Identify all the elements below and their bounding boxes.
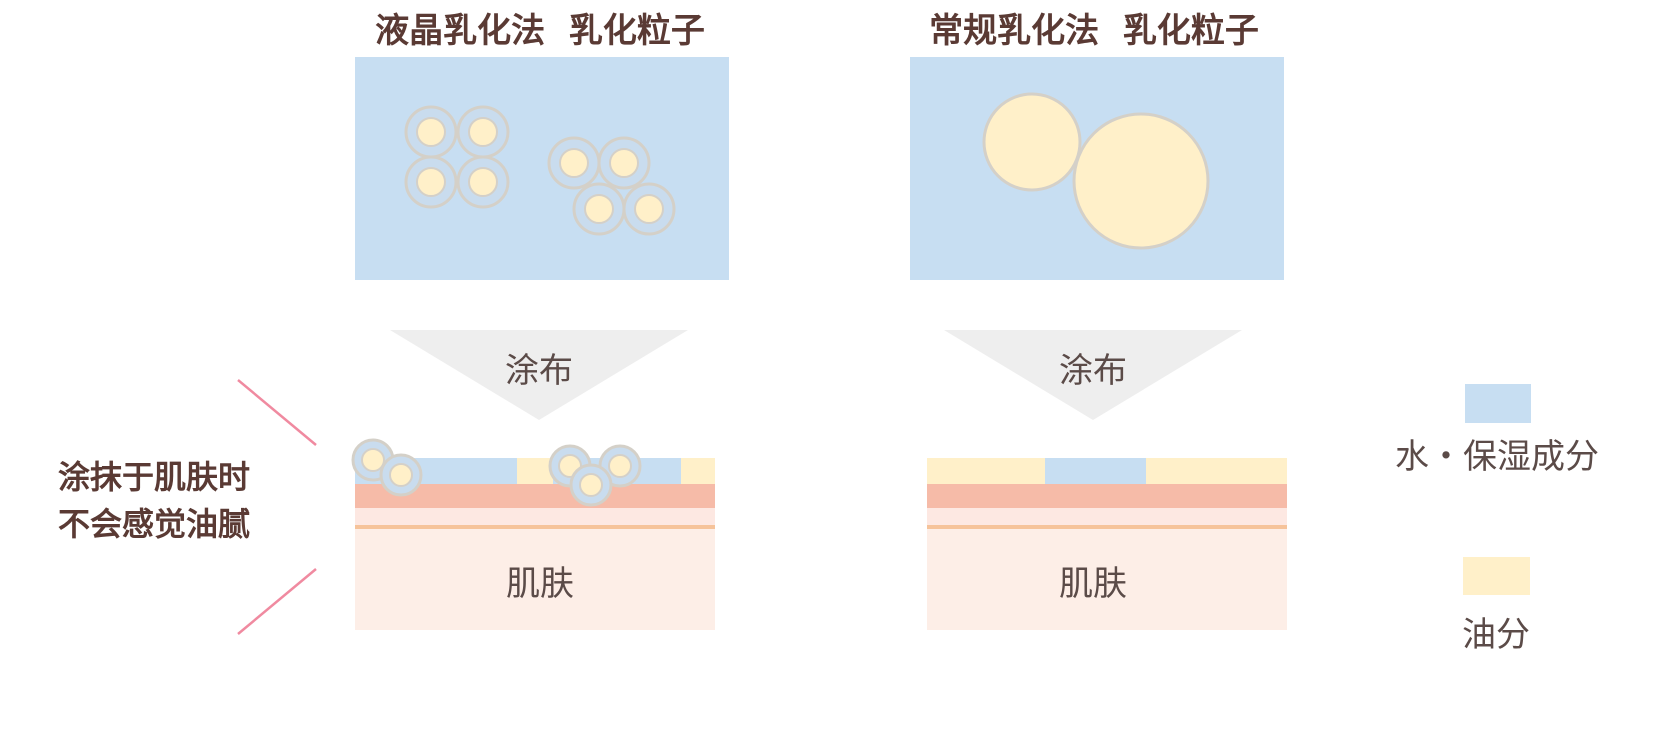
lc-particle bbox=[404, 105, 458, 159]
lc-particle-cluster-1 bbox=[404, 105, 510, 209]
skin-body bbox=[355, 529, 715, 630]
skin-surface-layer bbox=[927, 484, 1287, 508]
large-oil-droplet bbox=[982, 92, 1082, 192]
callout-line-1: 涂抹于肌肤时 bbox=[58, 458, 250, 496]
legend: 水・保湿成分 油分 bbox=[1395, 384, 1599, 655]
legend-water-label: 水・保湿成分 bbox=[1395, 437, 1599, 477]
large-oil-droplet bbox=[1072, 112, 1210, 250]
left-apply-arrow bbox=[390, 330, 688, 420]
callout-line-top bbox=[237, 379, 317, 446]
left-skin-label: 肌肤 bbox=[506, 564, 574, 604]
right-skin-diagram: 肌肤 bbox=[927, 458, 1287, 630]
right-skin-label: 肌肤 bbox=[1059, 564, 1127, 604]
skin-upper-layer bbox=[355, 508, 715, 526]
callout-line-2: 不会感觉油腻 bbox=[58, 505, 250, 543]
skin-body bbox=[927, 529, 1287, 630]
right-apply-arrow bbox=[944, 330, 1242, 420]
right-panel: 常规乳化法 乳化粒子 涂布 肌肤 bbox=[910, 11, 1287, 630]
lc-particle bbox=[456, 105, 510, 159]
lc-particle bbox=[456, 155, 510, 209]
legend-oil-swatch bbox=[1463, 557, 1530, 595]
left-panel: 液晶乳化法 乳化粒子 涂布 肌肤 bbox=[351, 11, 729, 630]
right-panel-title: 常规乳化法 乳化粒子 bbox=[929, 11, 1259, 51]
legend-oil-label: 油分 bbox=[1462, 615, 1530, 655]
left-skin-diagram: 肌肤 bbox=[351, 438, 715, 630]
skin-boundary-line bbox=[927, 525, 1287, 529]
skin-upper-layer bbox=[927, 508, 1287, 526]
surface-oil-patch bbox=[681, 458, 715, 484]
legend-water-swatch bbox=[1465, 384, 1531, 423]
right-apply-label: 涂布 bbox=[1059, 351, 1127, 391]
surface-oil-patch bbox=[517, 458, 553, 484]
lc-particle bbox=[569, 463, 613, 507]
lc-particle bbox=[572, 182, 626, 236]
left-apply-label: 涂布 bbox=[505, 351, 573, 391]
callout-line-bottom bbox=[237, 568, 317, 635]
callout: 涂抹于肌肤时 不会感觉油腻 bbox=[58, 379, 317, 635]
left-panel-title: 液晶乳化法 乳化粒子 bbox=[375, 11, 705, 51]
lc-particle bbox=[597, 136, 651, 190]
lc-particle bbox=[404, 155, 458, 209]
skin-boundary-line bbox=[355, 525, 715, 529]
lc-particle-cluster-2 bbox=[547, 136, 676, 236]
lc-particle bbox=[622, 182, 676, 236]
lc-particle bbox=[379, 453, 423, 497]
surface-water-patch bbox=[1045, 458, 1146, 484]
lc-particle bbox=[547, 136, 601, 190]
